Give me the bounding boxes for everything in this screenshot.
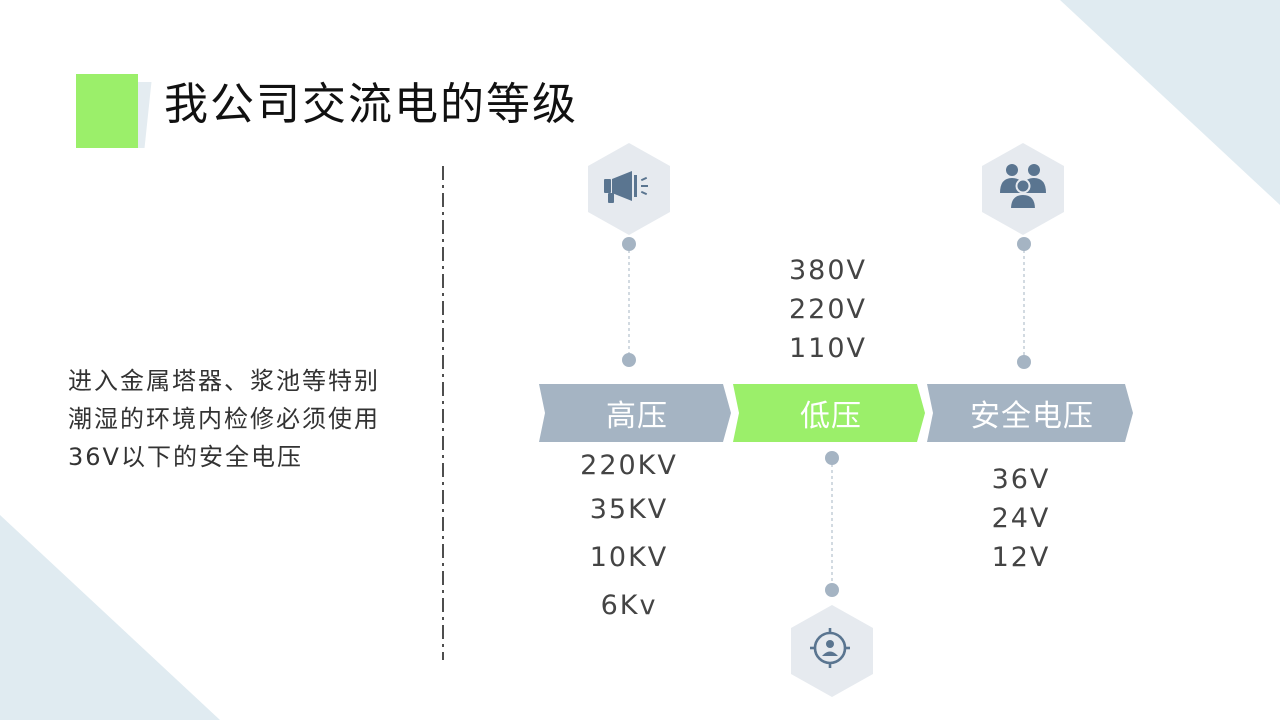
category-high-voltage: 高压 bbox=[539, 384, 731, 442]
values-high-voltage: 220KV 35KV 10KV 6Kv bbox=[559, 446, 699, 630]
voltage-value: 10KV bbox=[589, 542, 669, 573]
top-right-triangle bbox=[1060, 0, 1280, 205]
voltage-value: 110V bbox=[788, 333, 867, 364]
chevron-shape bbox=[539, 384, 731, 442]
voltage-value: 380V bbox=[788, 255, 867, 286]
hex-low-voltage bbox=[789, 603, 875, 699]
hex-safety-voltage bbox=[980, 141, 1066, 237]
title-accent-block bbox=[76, 74, 138, 148]
chevron-shape bbox=[927, 384, 1133, 442]
connector-dot bbox=[622, 353, 636, 367]
voltage-value: 12V bbox=[991, 542, 1051, 573]
hex-high-voltage bbox=[586, 141, 672, 237]
description-text: 进入金属塔器、浆池等特别潮湿的环境内检修必须使用36V以下的安全电压 bbox=[68, 367, 380, 471]
category-label-safety: 安全电压 bbox=[970, 399, 1094, 434]
connector-dot bbox=[1017, 237, 1031, 251]
voltage-value: 24V bbox=[991, 503, 1051, 534]
target-user-icon bbox=[810, 628, 850, 668]
page-title: 我公司交流电的等级 bbox=[164, 79, 578, 130]
team-icon bbox=[1000, 164, 1046, 210]
chevron-shape bbox=[733, 384, 925, 442]
voltage-value: 220KV bbox=[580, 450, 678, 481]
connector-dot bbox=[825, 583, 839, 597]
connector-dot bbox=[1017, 355, 1031, 369]
connector-dot bbox=[622, 237, 636, 251]
connector-dot bbox=[825, 451, 839, 465]
category-low-voltage: 低压 bbox=[733, 384, 925, 442]
bottom-left-triangle bbox=[0, 515, 220, 720]
values-low-voltage: 380V 220V 110V bbox=[768, 251, 888, 368]
category-label-low: 低压 bbox=[800, 399, 862, 434]
values-safety-voltage: 36V 24V 12V bbox=[971, 460, 1071, 577]
voltage-value: 35KV bbox=[589, 494, 669, 525]
category-label-high: 高压 bbox=[606, 399, 668, 434]
voltage-value: 220V bbox=[788, 294, 867, 325]
voltage-value: 6Kv bbox=[600, 590, 658, 621]
megaphone-icon bbox=[604, 171, 648, 203]
voltage-value: 36V bbox=[991, 464, 1051, 495]
category-safety-voltage: 安全电压 bbox=[927, 384, 1133, 442]
vertical-divider bbox=[442, 166, 444, 660]
